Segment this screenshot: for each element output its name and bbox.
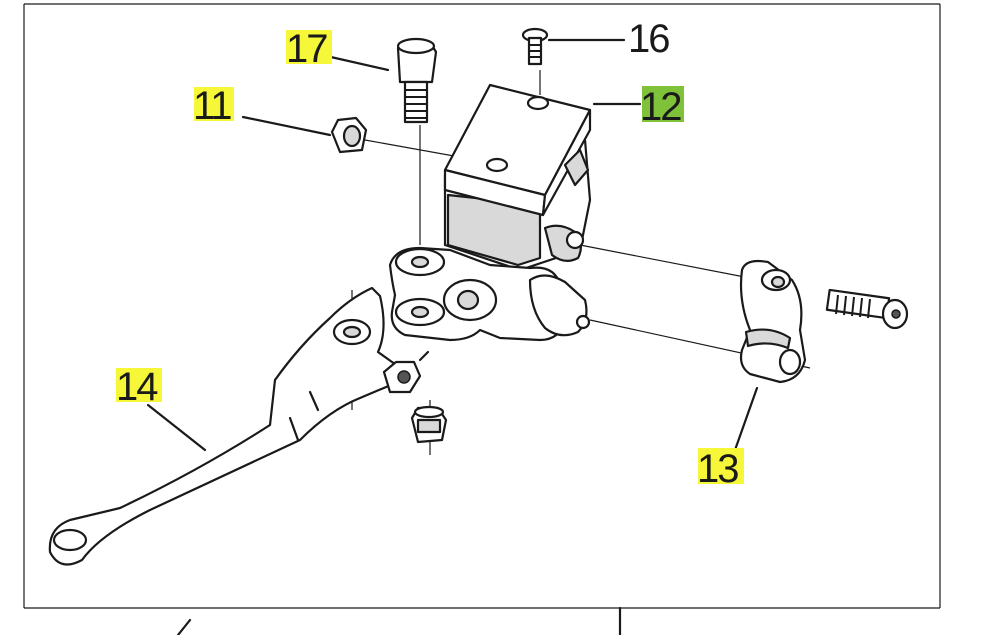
callout-11-text: 11 <box>193 84 231 128</box>
callout-13: 13 <box>697 447 744 491</box>
callout-16-text: 16 <box>628 17 669 61</box>
brake-lever <box>48 286 430 566</box>
handlebar-clamp <box>739 259 807 384</box>
callout-13-text: 13 <box>697 447 738 491</box>
callout-16: 16 <box>628 17 671 61</box>
callout-11: 11 <box>193 84 234 128</box>
callout-14: 14 <box>116 365 162 409</box>
clamp-bolt <box>825 288 909 330</box>
cap-nut <box>330 116 368 154</box>
pivot-nut <box>410 405 448 444</box>
callout-12-text: 12 <box>640 85 681 129</box>
diagram-frame <box>23 3 941 635</box>
callout-17-text: 17 <box>286 27 327 71</box>
callout-14-text: 14 <box>116 365 158 409</box>
lid-screw <box>521 27 549 66</box>
callout-17: 17 <box>286 27 332 71</box>
callout-12: 12 <box>640 85 684 129</box>
leader-lines <box>146 38 759 452</box>
pivot-bolt <box>396 37 438 124</box>
reservoir-lid <box>443 83 592 217</box>
